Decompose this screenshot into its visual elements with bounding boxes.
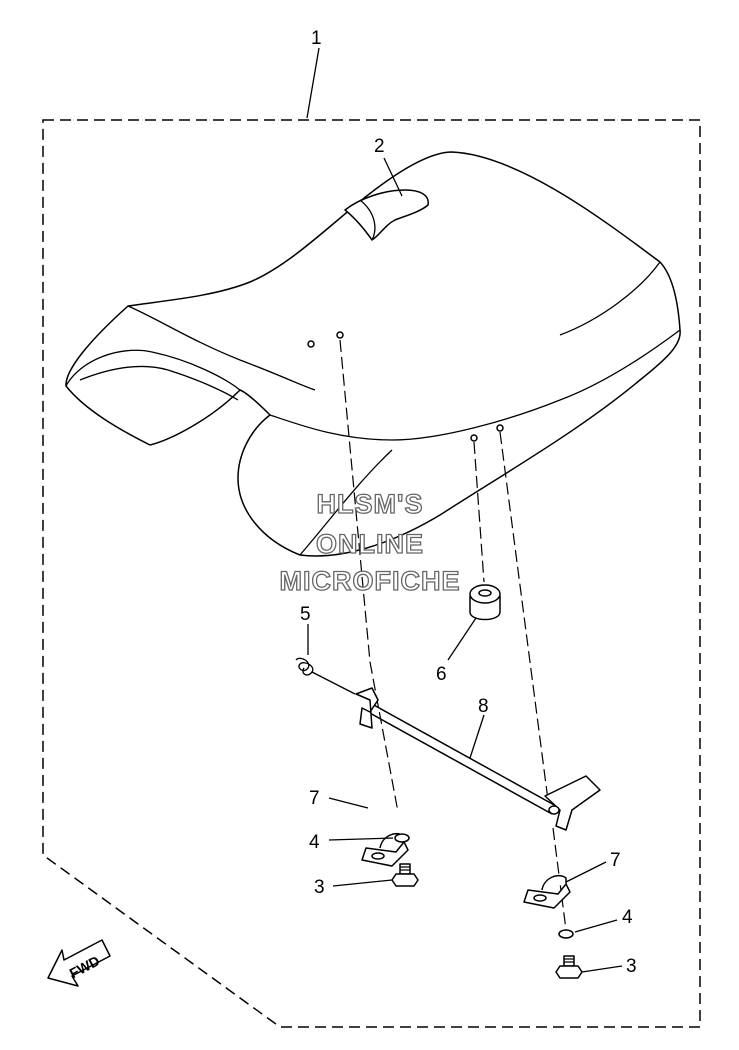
bolt-right [555, 955, 583, 979]
clamp-right [523, 874, 571, 909]
seat-strap [344, 189, 429, 241]
damper [469, 584, 501, 621]
leader-7b [565, 861, 607, 883]
watermark-line-3: MICROFICHE [280, 566, 461, 596]
leader-7a [328, 797, 369, 809]
callout-7a: 7 [309, 788, 320, 809]
watermark-line-1: HLSM'S [317, 489, 424, 519]
callout-8: 8 [478, 696, 489, 717]
assembly-boundary [42, 119, 701, 1028]
callout-5: 5 [300, 604, 311, 625]
hidden-line-left-inner [369, 661, 399, 813]
leader-3b [581, 965, 623, 973]
callout-6: 6 [436, 664, 447, 685]
bolt-left [391, 863, 419, 887]
hidden-line-right-outer [499, 431, 549, 801]
callout-4a: 4 [309, 832, 320, 853]
leader-3a [332, 879, 393, 887]
washer-left [394, 833, 410, 843]
leader-8 [469, 714, 485, 759]
callout-1: 1 [311, 28, 322, 49]
seat [65, 151, 681, 557]
watermark: HLSM'S ONLINE MICROFICHE [279, 488, 461, 596]
leader-4b [574, 919, 618, 933]
leader-4a [328, 837, 394, 841]
hidden-line-left-outer [339, 339, 371, 663]
washer-right [558, 929, 574, 939]
leader-2 [383, 157, 403, 197]
lock-rod [355, 687, 601, 831]
callout-4b: 4 [622, 907, 633, 928]
spring [295, 657, 356, 695]
callout-2: 2 [374, 136, 385, 157]
leader-1 [306, 47, 320, 119]
watermark-line-2: ONLINE [316, 529, 424, 559]
callout-7b: 7 [610, 850, 621, 871]
fwd-arrow-icon: FWD [47, 939, 111, 987]
callout-3b: 3 [626, 956, 637, 977]
callout-3a: 3 [314, 877, 325, 898]
leader-6 [447, 617, 477, 661]
hidden-line-damper [473, 441, 485, 583]
